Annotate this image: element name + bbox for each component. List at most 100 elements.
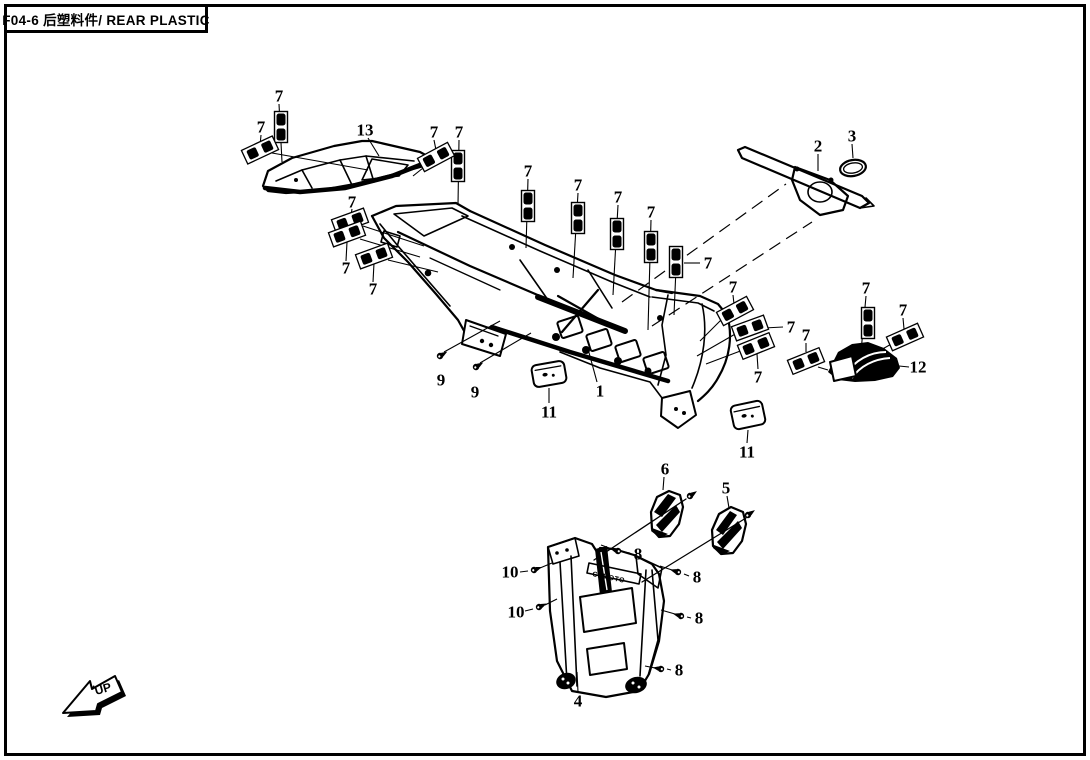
- leader-line: [576, 671, 579, 693]
- callout-label-7: 7: [729, 278, 738, 297]
- screw-vertical-icon: [273, 110, 289, 144]
- leader-line: [359, 238, 421, 258]
- callout-label-1: 1: [596, 382, 605, 401]
- callout-label-7: 7: [574, 176, 583, 195]
- pin-screw-icon: [744, 510, 755, 519]
- leader-line: [851, 143, 854, 159]
- screw-pair-icon: [416, 141, 456, 173]
- callout-label-7: 7: [257, 118, 266, 137]
- part-4-license-plate-bracket: CFMOTO: [546, 536, 666, 699]
- callout-label-5: 5: [722, 479, 731, 498]
- pin-screw-icon: [436, 351, 448, 360]
- screw-vertical-icon: [520, 189, 536, 223]
- callout-label-7: 7: [369, 280, 378, 299]
- leader-line: [746, 429, 749, 444]
- leader-line: [756, 353, 759, 370]
- callout-label-4: 4: [574, 692, 583, 711]
- callout-label-8: 8: [693, 568, 702, 587]
- screw-pair-icon: [736, 331, 776, 361]
- callout-label-2: 2: [814, 137, 823, 156]
- screw-vertical-icon: [570, 201, 586, 235]
- callout-label-7: 7: [524, 162, 533, 181]
- leader-line: [817, 366, 829, 371]
- callout-label-7: 7: [802, 326, 811, 345]
- up-direction-arrow: UP: [62, 675, 126, 717]
- callout-label-8: 8: [695, 609, 704, 628]
- leader-line: [699, 317, 724, 342]
- screw-pair-icon: [715, 295, 755, 327]
- leader-line: [524, 608, 534, 612]
- callout-label-11: 11: [739, 443, 755, 462]
- assembly-dash-line: [651, 221, 813, 327]
- screw-vertical-icon: [450, 149, 466, 183]
- screw-vertical-icon: [609, 217, 625, 251]
- assembly-dash-line: [621, 183, 787, 303]
- part-11-reflector-left: [530, 360, 568, 388]
- part-3-ring-seal: [839, 158, 867, 178]
- screw-pair-icon: [885, 322, 925, 352]
- pin-screw-icon: [609, 547, 622, 555]
- callout-label-9: 9: [437, 371, 446, 390]
- pin-screw-icon: [472, 362, 484, 371]
- callout-label-7: 7: [754, 368, 763, 387]
- leader-line: [367, 137, 380, 157]
- leader-line: [683, 573, 690, 577]
- leader-line: [587, 348, 598, 383]
- leader-line: [659, 565, 673, 571]
- callout-label-7: 7: [614, 188, 623, 207]
- callout-label-7: 7: [275, 87, 284, 106]
- leader-line: [696, 332, 738, 357]
- screw-pair-icon: [354, 242, 394, 270]
- callout-label-7: 7: [342, 259, 351, 278]
- leader-line: [898, 365, 910, 368]
- pin-screw-icon: [530, 566, 542, 574]
- leader-line: [539, 562, 553, 569]
- leader-line: [443, 320, 501, 353]
- screw-vertical-icon: [643, 230, 659, 264]
- screw-vertical-icon: [668, 245, 684, 279]
- leader-line: [902, 317, 905, 330]
- leader-line: [600, 544, 613, 550]
- callout-label-10: 10: [508, 603, 525, 622]
- leader-line: [623, 551, 631, 554]
- part-11-reflector-right: [729, 399, 767, 431]
- callout-label-7: 7: [704, 254, 713, 273]
- leader-line: [372, 262, 375, 283]
- part-1-rear-plastic-main-body: [370, 201, 732, 429]
- part-5-bracket: [710, 505, 748, 556]
- leader-line: [387, 259, 439, 273]
- leader-line: [705, 349, 744, 365]
- callout-label-8: 8: [675, 661, 684, 680]
- screw-vertical-icon: [860, 306, 876, 340]
- part-13-upper-rear-plastic: [261, 139, 433, 195]
- up-direction-label: UP: [93, 680, 113, 698]
- leader-line: [660, 609, 676, 615]
- diagram-title-box: F04-6 后塑料件/ REAR PLASTIC: [2, 4, 209, 33]
- pin-screw-icon: [535, 603, 547, 611]
- callout-label-6: 6: [661, 460, 670, 479]
- leader-line: [726, 495, 730, 509]
- screw-pair-icon: [786, 346, 826, 376]
- leader-line: [662, 476, 665, 491]
- callout-label-11: 11: [541, 403, 557, 422]
- callout-label-7: 7: [647, 203, 656, 222]
- screw-pair-icon: [327, 220, 367, 248]
- leader-line: [519, 570, 529, 573]
- callout-label-7: 7: [348, 193, 357, 212]
- callout-label-8: 8: [634, 545, 643, 564]
- leader-line: [271, 152, 369, 171]
- callout-label-13: 13: [357, 121, 374, 140]
- screw-pair-icon: [240, 135, 280, 165]
- leader-line: [345, 241, 348, 262]
- callout-label-3: 3: [848, 127, 857, 146]
- pin-screw-icon: [652, 665, 665, 673]
- pin-screw-icon: [672, 612, 685, 620]
- callout-label-7: 7: [430, 123, 439, 142]
- callout-label-7: 7: [455, 123, 464, 142]
- callout-label-9: 9: [471, 383, 480, 402]
- leader-line: [686, 616, 692, 619]
- callout-label-10: 10: [502, 563, 519, 582]
- leader-line: [544, 598, 558, 606]
- callout-label-7: 7: [862, 279, 871, 298]
